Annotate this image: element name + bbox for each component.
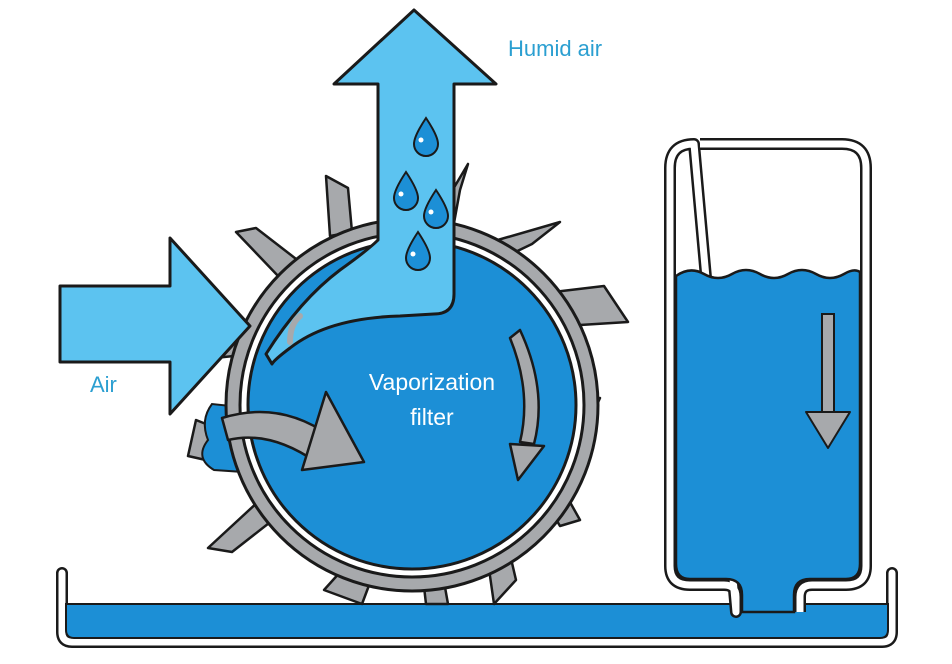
filter-label-line2: filter bbox=[410, 404, 454, 430]
humid-air-outflow-arrow-icon bbox=[264, 8, 498, 366]
humid-air-label: Humid air bbox=[508, 36, 602, 61]
water-flow-down-arrow-icon bbox=[805, 313, 851, 449]
water-tray bbox=[56, 567, 898, 648]
water-droplets bbox=[392, 116, 450, 271]
water-droplet-icon bbox=[404, 230, 432, 271]
filter-label-line1: Vaporization bbox=[369, 369, 495, 395]
filter-rotation-arrow-icon bbox=[508, 328, 546, 482]
water-droplet-icon bbox=[412, 116, 440, 157]
air-intake-arrow-icon bbox=[58, 236, 252, 416]
water-reservoir bbox=[664, 138, 872, 618]
air-label: Air bbox=[90, 372, 117, 397]
tray-water bbox=[65, 603, 889, 639]
water-droplet-icon bbox=[392, 170, 420, 211]
water-droplet-icon bbox=[422, 188, 450, 229]
reservoir-water bbox=[674, 268, 862, 614]
air-flow-into-filter-arrow-icon bbox=[220, 390, 366, 472]
